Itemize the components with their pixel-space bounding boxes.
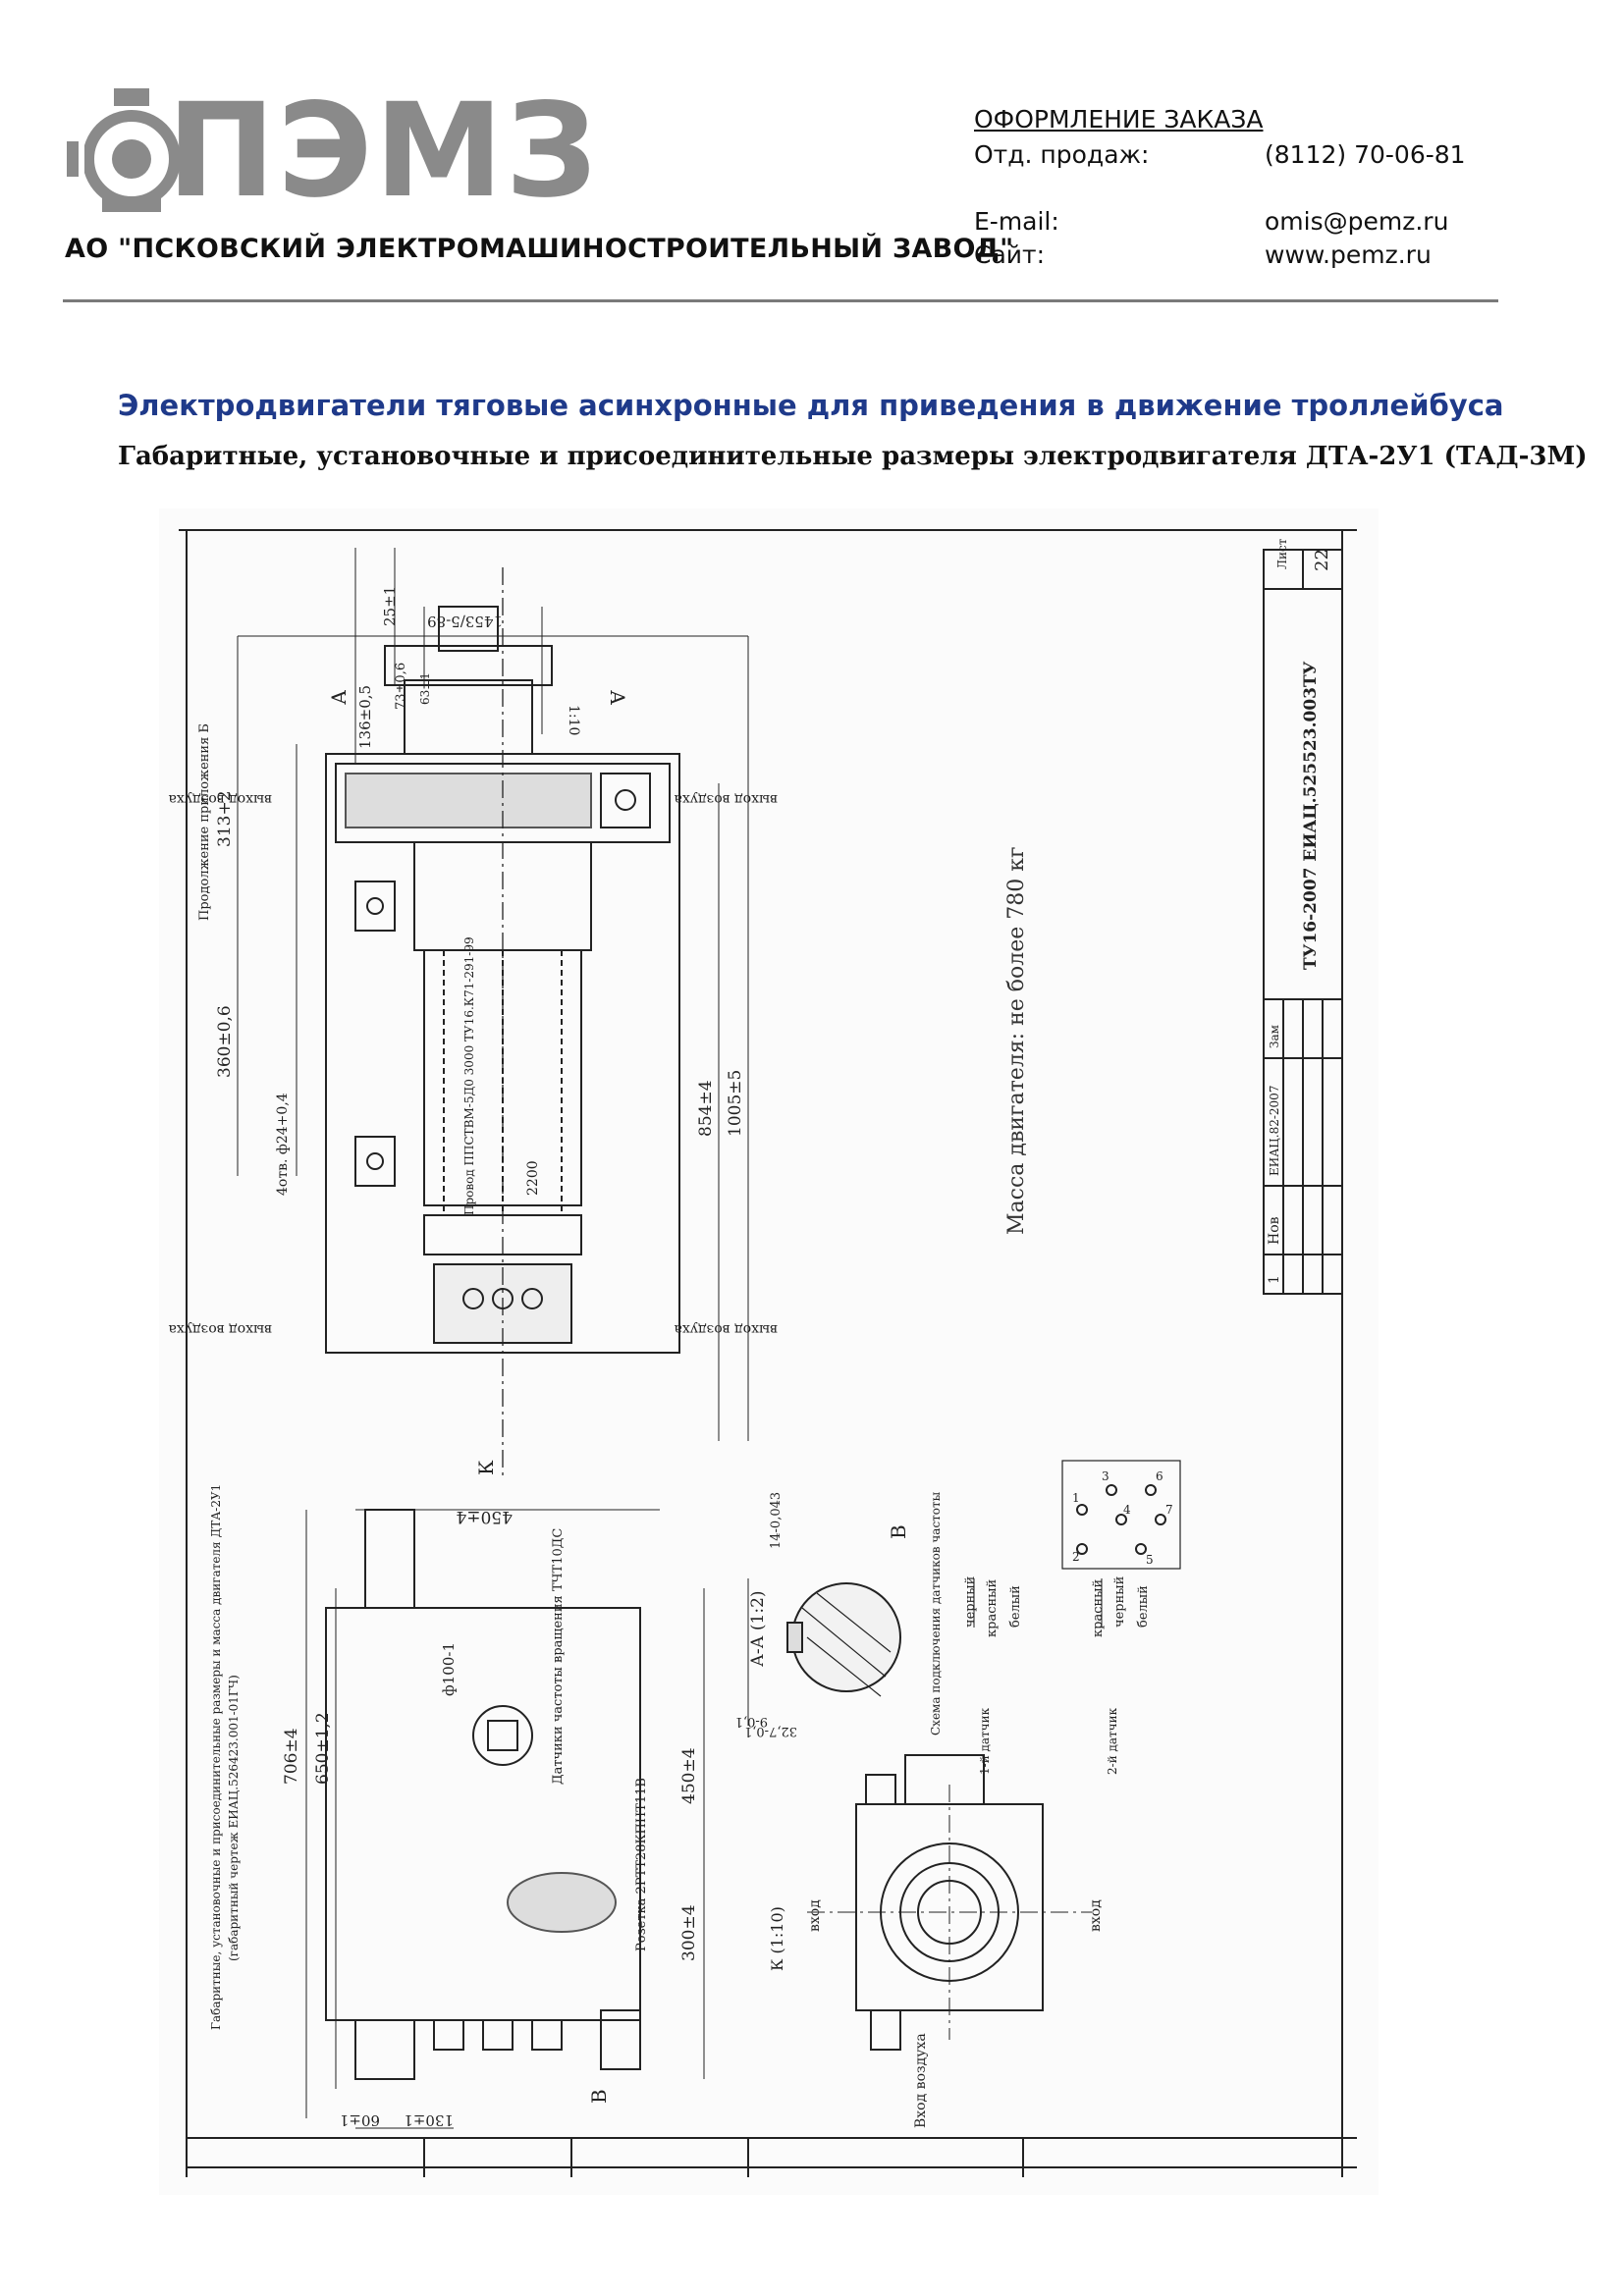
sensor1-color1: черный: [963, 1576, 978, 1628]
dim-d22: 32,7-0,1: [744, 1724, 797, 1738]
sensor1-color3: белый: [1008, 1585, 1023, 1628]
dim-d15: 650±1,2: [313, 1712, 333, 1785]
company-name: АО "ПСКОВСКИЙ ЭЛЕКТРОМАШИНОСТРОИТЕЛЬНЫЙ …: [65, 234, 1014, 264]
caption-line2: (габаритный чертеж ЕИАЦ.526423.001-01ГЧ): [227, 1675, 241, 1961]
appendix-note: Продолжение приложения Б: [197, 723, 212, 921]
dim-d19: 60±1: [340, 2111, 380, 2129]
dim-d20: ф100-1: [440, 1642, 458, 1696]
dim-d14: 706±4: [282, 1728, 301, 1785]
stamp-new: Нов: [1267, 1216, 1282, 1245]
sensor-label: Датчики частоты вращения ТЧТ10ДС: [551, 1528, 566, 1785]
sales-label: Отд. продаж:: [974, 140, 1150, 169]
sensor1-color2: красный: [985, 1579, 1000, 1637]
pin-5: 5: [1146, 1553, 1154, 1567]
caption-line1: Габаритные, установочные и присоединител…: [209, 1484, 223, 2030]
sensor2-color3: белый: [1136, 1585, 1151, 1628]
pin-7: 7: [1165, 1503, 1173, 1517]
pin-4: 4: [1123, 1503, 1131, 1517]
motor-side-body: [325, 1607, 641, 2021]
mass-note: Масса двигателя: не более 780 кг: [1004, 846, 1029, 1235]
dim-d18: 130±1: [404, 2111, 454, 2129]
air-out-top-right: выход воздуха: [675, 791, 778, 807]
vent-grille: [345, 773, 592, 828]
email-label: E-mail:: [974, 207, 1059, 236]
sensor1-label: 1-й датчик: [978, 1707, 992, 1775]
drawing-svg: Лист 22 ТУ16-2007 ЕИАЦ.525523.003ТУ 1 Но…: [169, 529, 1357, 2177]
dim-d17: 300±4: [679, 1904, 699, 1961]
air-in-k-left: вход: [807, 1899, 823, 1932]
dim-d4: 73±0,6: [394, 663, 408, 710]
order-title[interactable]: ОФОРМЛЕНИЕ ЗАКАЗА: [974, 105, 1264, 133]
dim-d13: 450±4: [456, 1507, 513, 1526]
site-link[interactable]: www.pemz.ru: [1265, 240, 1432, 269]
section-aa-label: А-А (1:2): [748, 1590, 768, 1667]
site-label: Сайт:: [974, 240, 1046, 269]
wire-label: Провод ППСТВМ-5Д0 3000 ТУ16.К71-291-99: [462, 936, 476, 1215]
dim-d2: 25±1: [381, 586, 399, 626]
dim-d10: 1005±5: [726, 1070, 745, 1137]
air-in-k-right: вход: [1088, 1899, 1104, 1932]
header-divider: [63, 299, 1498, 302]
dim-d1: 1453/5-89: [427, 613, 503, 630]
air-out-top-left: выход воздуха: [169, 791, 272, 807]
dim-d21: 14-0,043: [769, 1492, 784, 1549]
pin-1: 1: [1072, 1491, 1080, 1505]
sensor2-color2: черный: [1112, 1576, 1127, 1628]
air-out-bottom-right: выход воздуха: [675, 1321, 778, 1337]
dim-d5: 63±1: [418, 672, 432, 705]
section-a-right: А: [606, 690, 629, 705]
dim-d23: 9-0,1: [735, 1714, 768, 1729]
spec-code: ТУ16-2007 ЕИАЦ.525523.003ТУ: [1301, 661, 1321, 970]
socket-label: Розетка 2РТТ28КПНТ11В: [634, 1778, 649, 1951]
stamp-doc: ЕИАЦ.82-2007: [1268, 1086, 1281, 1176]
view-b-mark: В: [587, 2089, 611, 2104]
section-a-left: А: [327, 690, 351, 705]
stamp-rev: 1: [1267, 1275, 1282, 1284]
view-k-mark: К: [474, 1460, 498, 1475]
dim-d11: 2200: [525, 1160, 541, 1196]
pin-2: 2: [1072, 1550, 1080, 1564]
sheet-label: Лист: [1275, 538, 1289, 569]
email-link[interactable]: omis@pemz.ru: [1265, 207, 1449, 236]
dim-d8: 4отв. ф24+0,4: [275, 1093, 291, 1196]
scale-1-10: 1:10: [566, 705, 581, 735]
pin-3: 3: [1102, 1469, 1109, 1483]
dim-d3: 136±0,5: [356, 685, 374, 749]
view-k-scale: К (1:10): [768, 1906, 786, 1971]
dim-d16: 450±4: [679, 1747, 699, 1804]
sensor2-label: 2-й датчик: [1106, 1707, 1119, 1775]
technical-drawing: Лист 22 ТУ16-2007 ЕИАЦ.525523.003ТУ 1 Но…: [159, 508, 1379, 2195]
pin-6: 6: [1156, 1469, 1163, 1483]
air-intake-label: Вход воздуха: [913, 2033, 929, 2128]
section-b-mark: В: [887, 1524, 910, 1539]
sales-phone[interactable]: (8112) 70-06-81: [1265, 140, 1466, 169]
air-out-bottom-left: выход воздуха: [169, 1321, 272, 1337]
sensor2-color1: красный: [1091, 1579, 1106, 1637]
stamp-zam: Зам: [1268, 1025, 1281, 1048]
dim-d6: 313+2: [215, 790, 235, 847]
dim-d7: 360±0,6: [215, 1005, 235, 1078]
logo-text: ПЭМЗ: [167, 76, 600, 227]
scheme-title: Схема подключения датчиков частоты: [929, 1491, 943, 1735]
page-heading: Электродвигатели тяговые асинхронные для…: [118, 389, 1504, 422]
sheet-number: 22: [1312, 549, 1332, 571]
pemz-logo-icon: [63, 88, 181, 212]
page-subheading: Габаритные, установочные и присоединител…: [118, 442, 1588, 471]
dim-d9: 854±4: [696, 1080, 716, 1137]
